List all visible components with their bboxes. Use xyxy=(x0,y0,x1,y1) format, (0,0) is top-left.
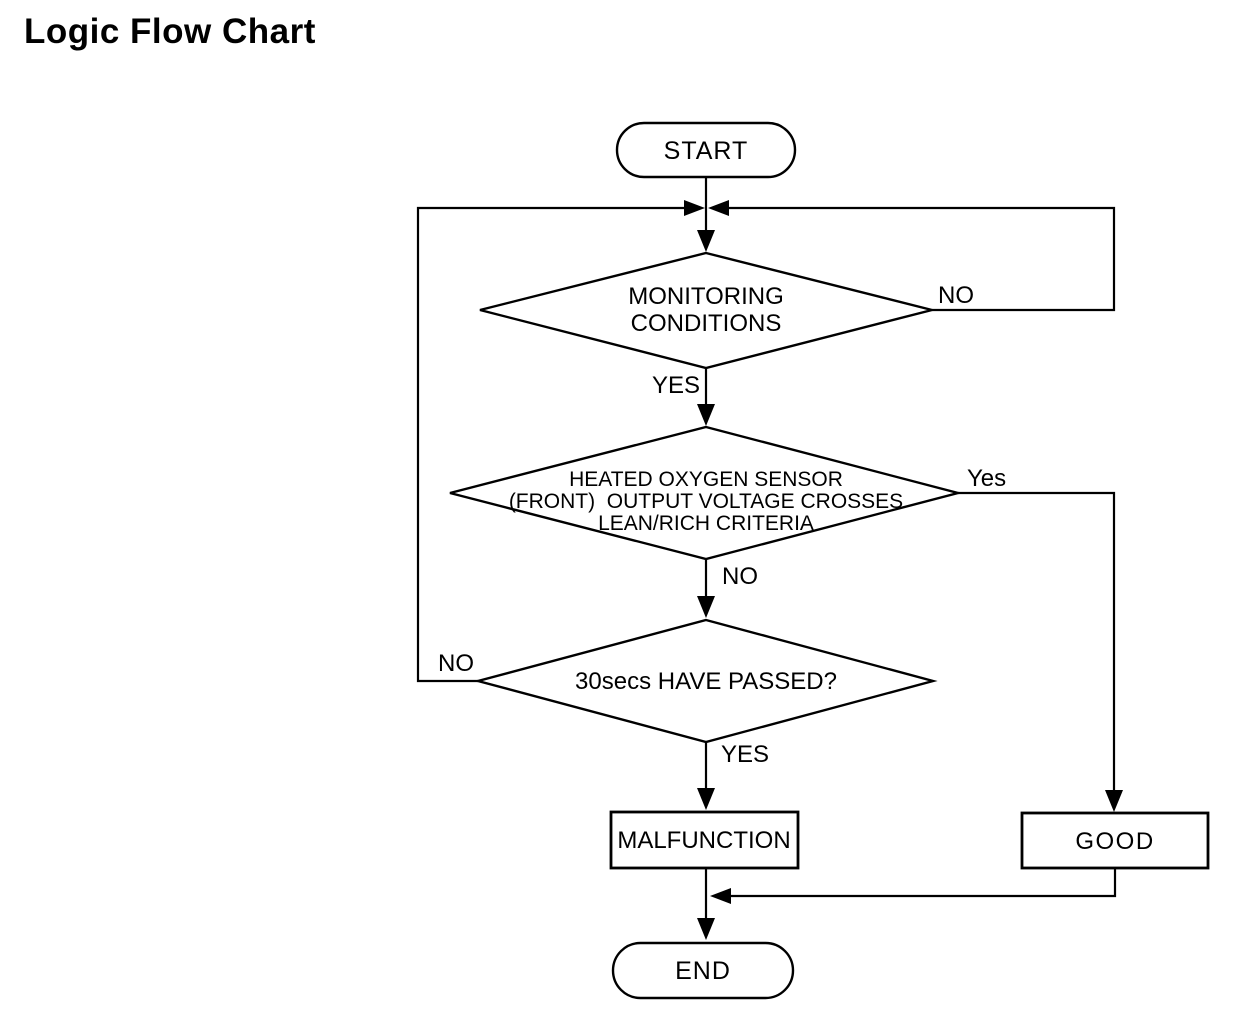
30secs-label: 30secs HAVE PASSED? xyxy=(575,668,837,695)
edge-malfunction-to-end xyxy=(697,868,715,940)
arrowhead-into-30secs-decision xyxy=(697,596,715,618)
good-label: GOOD xyxy=(1075,828,1154,855)
edge-start-down xyxy=(697,177,715,252)
end-node: END xyxy=(611,941,795,1000)
decision-oxygen-sensor: HEATED OXYGEN SENSOR (FRONT) OUTPUT VOLT… xyxy=(449,425,963,561)
end-label: END xyxy=(675,957,731,985)
oxygen-no-label: NO xyxy=(722,563,758,590)
malfunction-node: MALFUNCTION xyxy=(609,810,800,870)
edge-good-to-merge xyxy=(710,868,1117,904)
edge-monitoring-yes xyxy=(697,368,715,426)
edge-30secs-yes xyxy=(697,742,715,810)
good-node: GOOD xyxy=(1020,811,1210,870)
arrowhead-left-into-end-line xyxy=(710,888,731,904)
arrowhead-into-oxygen-decision xyxy=(697,404,715,426)
30secs-no-label: NO xyxy=(438,650,474,677)
arrowhead-into-good xyxy=(1105,790,1123,812)
arrowhead-right-into-junction xyxy=(684,200,705,216)
edge-monitoring-no-loop xyxy=(708,200,1116,312)
start-label: START xyxy=(664,137,749,165)
edge-oxygen-no xyxy=(697,559,715,618)
monitoring-no-label: NO xyxy=(938,282,974,309)
arrowhead-into-malfunction xyxy=(697,788,715,810)
oxygen-label-line3: LEAN/RICH CRITERIA xyxy=(598,512,814,535)
decision-monitoring-conditions: MONITORING CONDITIONS xyxy=(479,251,933,370)
malfunction-label: MALFUNCTION xyxy=(617,827,790,854)
30secs-yes-label: YES xyxy=(721,741,769,768)
start-node: START xyxy=(615,121,797,179)
arrowhead-down-into-monitoring xyxy=(697,230,715,252)
edge-30secs-no-loop xyxy=(416,200,705,683)
monitoring-label-line2: CONDITIONS xyxy=(631,310,782,337)
monitoring-yes-label: YES xyxy=(652,372,700,399)
decision-30secs-passed: 30secs HAVE PASSED? xyxy=(473,618,938,744)
arrowhead-left-into-junction xyxy=(708,200,729,216)
monitoring-label-line1: MONITORING xyxy=(628,283,784,310)
page-title: Logic Flow Chart xyxy=(24,12,316,51)
oxygen-label-line1: HEATED OXYGEN SENSOR xyxy=(569,468,843,491)
arrowhead-into-end xyxy=(697,918,715,940)
edge-oxygen-yes xyxy=(958,491,1123,812)
oxygen-yes-label: Yes xyxy=(967,465,1006,492)
oxygen-label-line2: (FRONT) OUTPUT VOLTAGE CROSSES xyxy=(509,490,903,513)
